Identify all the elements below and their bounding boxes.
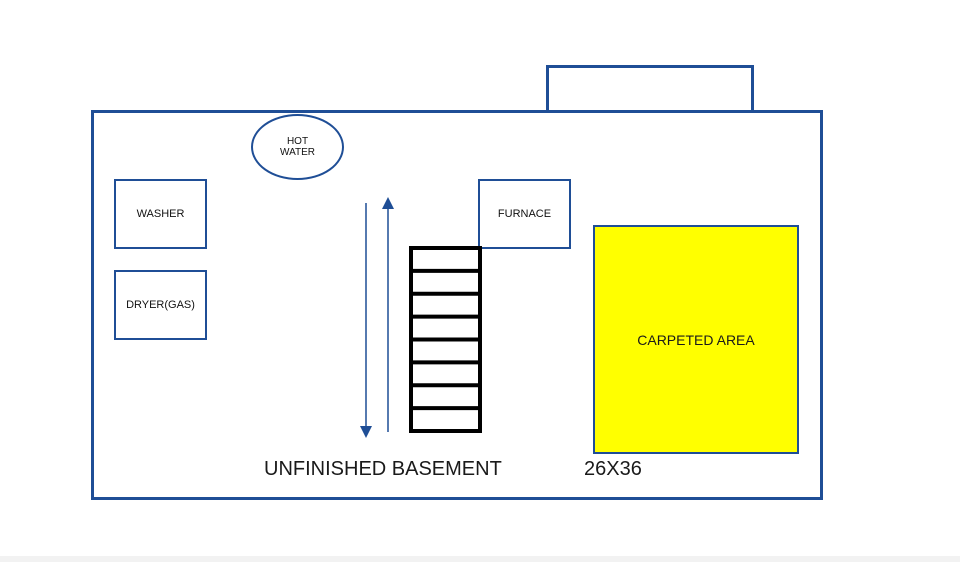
stair-treads	[409, 246, 482, 433]
staircase	[360, 197, 482, 438]
dryer-box: DRYER(GAS)	[114, 270, 207, 340]
entry-alcove	[546, 65, 754, 113]
hot-water-label-line2: WATER	[280, 147, 315, 158]
furnace-box: FURNACE	[478, 179, 571, 249]
basement-outline	[91, 110, 823, 500]
washer-label: WASHER	[136, 208, 185, 220]
hot-water-label-line1: HOT	[286, 136, 309, 147]
carpeted-area: CARPETED AREA	[593, 225, 799, 454]
bottom-strip	[0, 556, 960, 562]
plan-title: UNFINISHED BASEMENT	[264, 458, 502, 480]
washer-box: WASHER	[114, 179, 207, 249]
hot-water-heater: HOT WATER	[251, 114, 344, 180]
furnace-label: FURNACE	[497, 208, 552, 220]
carpeted-area-label: CARPETED AREA	[637, 331, 755, 348]
plan-dimensions: 26X36	[584, 458, 642, 480]
dryer-label: DRYER(GAS)	[126, 299, 195, 311]
